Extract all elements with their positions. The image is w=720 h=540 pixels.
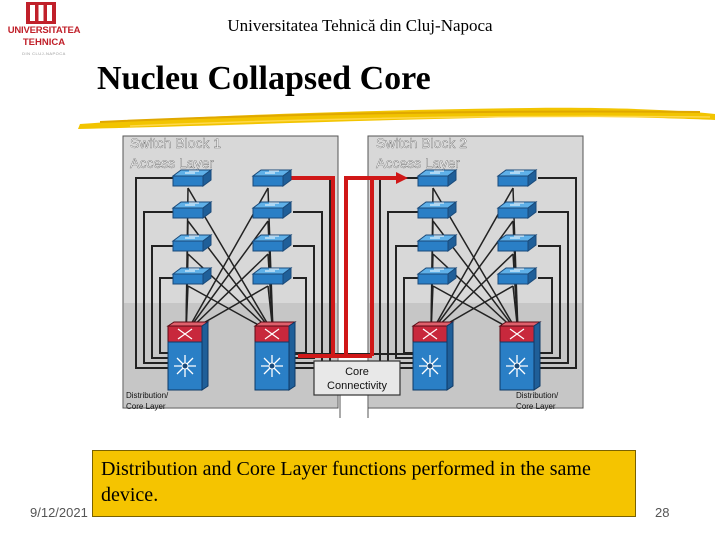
distribution-switch-icon	[253, 321, 297, 391]
distribution-switch-icon	[411, 321, 455, 391]
access-switch-icon	[251, 267, 293, 285]
block2-layer: Access Layer	[376, 155, 460, 171]
core-connectivity-box	[313, 360, 401, 396]
university-crest-icon	[26, 2, 56, 24]
access-switch-icon	[171, 234, 213, 252]
access-switch-icon	[251, 234, 293, 252]
distribution-switch-icon	[166, 321, 210, 391]
page-number: 28	[655, 505, 670, 520]
logo-text-line2: TEHNICA	[22, 37, 66, 48]
access-switch-icon	[496, 201, 538, 219]
collapsed-core-diagram: Switch Block 1 Access Layer Switch Block…	[118, 128, 588, 418]
title-underline-brush	[78, 107, 715, 129]
core-label-line2: Connectivity	[327, 380, 387, 392]
slide-date: 9/12/2021	[30, 505, 88, 520]
access-switch-icon	[496, 267, 538, 285]
block1-layer: Access Layer	[130, 155, 214, 171]
dist-right-label-2: Core Layer	[516, 402, 556, 411]
distribution-switch-icon	[498, 321, 542, 391]
red-arrow-head-icon	[396, 172, 408, 184]
access-switch-icon	[496, 234, 538, 252]
core-red-link	[298, 176, 371, 358]
access-switch-icon	[416, 201, 458, 219]
university-name: Universitatea Tehnică din Cluj-Napoca	[227, 16, 493, 35]
access-switch-icon	[251, 169, 293, 187]
dist-right-label-1: Distribution/	[516, 391, 559, 400]
block1-title: Switch Block 1	[130, 135, 221, 151]
access-switch-icon	[171, 169, 213, 187]
access-switch-icon	[416, 234, 458, 252]
access-switch-icon	[416, 169, 458, 187]
block2-title: Switch Block 2	[376, 135, 467, 151]
callout-box: Distribution and Core Layer functions pe…	[92, 450, 636, 517]
logo-text-line1: UNIVERSITATEA	[7, 25, 81, 36]
access-switch-icon	[496, 169, 538, 187]
access-switch-icon	[416, 267, 458, 285]
access-switch-icon	[171, 267, 213, 285]
core-label-line1: Core	[345, 366, 369, 378]
logo-text-line3: DIN CLUJ-NAPOCA	[22, 51, 66, 56]
access-switch-icon	[171, 201, 213, 219]
access-switch-icon	[251, 201, 293, 219]
dist-left-label-1: Distribution/	[126, 391, 169, 400]
university-logo: UNIVERSITATEA TEHNICA DIN CLUJ-NAPOCA	[0, 0, 90, 62]
slide-title: Nucleu Collapsed Core	[97, 60, 431, 97]
dist-left-label-2: Core Layer	[126, 402, 166, 411]
